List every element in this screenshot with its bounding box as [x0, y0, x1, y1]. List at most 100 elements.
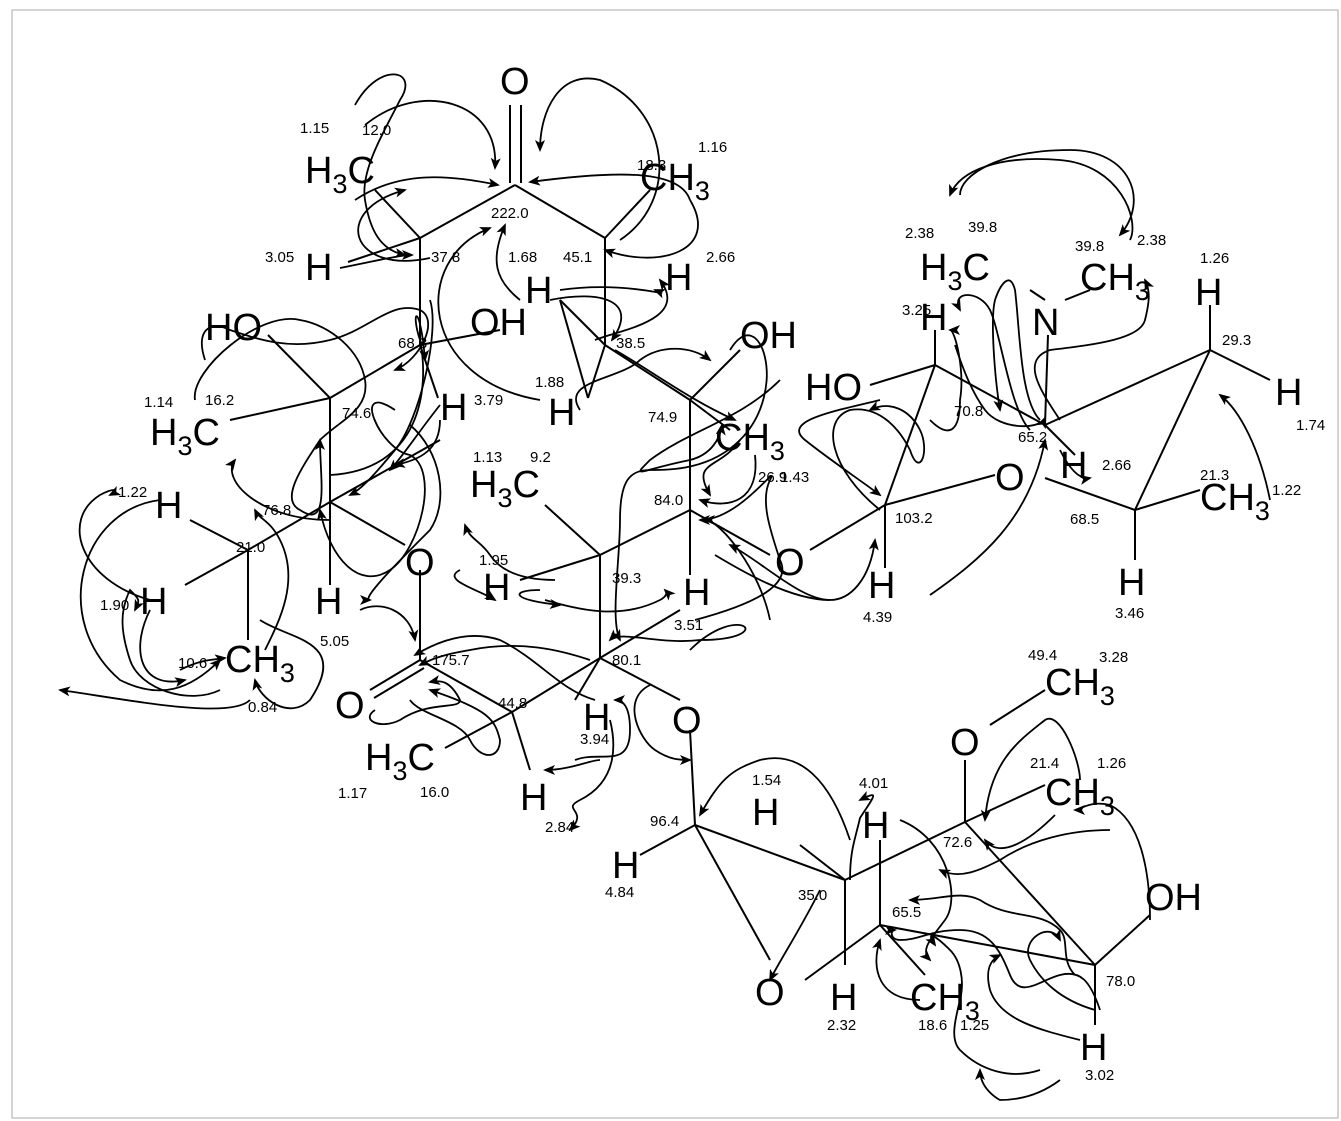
shift-label: 35.0: [798, 887, 827, 904]
atom-o-sugar2-ring: O: [755, 972, 785, 1014]
shift-label: 70.8: [954, 403, 983, 420]
shift-label: 74.6: [342, 405, 371, 422]
shift-label: 103.2: [895, 510, 933, 527]
shift-label: 78.0: [1106, 973, 1135, 990]
atom-o-lactone-carbonyl: O: [335, 685, 365, 727]
shift-label: 1.90: [100, 597, 129, 614]
atom-o-ring-lactone: O: [405, 542, 435, 584]
shift-label: 29.3: [1222, 332, 1251, 349]
svg-text:CH3: CH3: [640, 157, 710, 206]
atom-h-3-02: H: [1080, 1027, 1107, 1069]
shift-label: 1.15: [300, 120, 329, 137]
shift-label: 0.84: [248, 699, 277, 716]
correlation-arrows: [58, 73, 1271, 1101]
shift-label: 2.84: [545, 819, 574, 836]
shift-label: 1.16: [698, 139, 727, 156]
shift-label: 2.32: [827, 1017, 856, 1034]
shift-label: 37.8: [431, 249, 460, 266]
shift-label: 1.22: [118, 484, 147, 501]
atom-ch3-49-4: CH3: [1045, 662, 1115, 711]
atom-ch3-16-2: H3C: [150, 412, 220, 461]
shift-label: 222.0: [491, 205, 529, 222]
atom-oh-right: OH: [740, 315, 797, 357]
shift-label: 2.38: [905, 225, 934, 242]
shift-label: 4.39: [863, 609, 892, 626]
shift-label: 84.0: [654, 492, 683, 509]
atom-h-1-68: H: [525, 270, 552, 312]
atom-h-21-0-a: H: [155, 485, 182, 527]
shift-label: 38.5: [616, 335, 645, 352]
shift-label: 3.05: [265, 249, 294, 266]
atom-ch3-16-0: H3C: [365, 737, 435, 786]
atom-h-3-79: H: [440, 387, 467, 429]
atom-h-21-0-b: H: [140, 581, 167, 623]
shift-label: 1.25: [960, 1017, 989, 1034]
atom-h-3-25: H: [920, 297, 947, 339]
shift-label: 21.3: [1200, 467, 1229, 484]
shift-label: 2.66: [1102, 457, 1131, 474]
shift-label: 39.3: [612, 570, 641, 587]
atom-ch3-9-2: H3C: [470, 464, 540, 513]
atom-o-ketone: O: [500, 61, 530, 103]
atom-o-sugar1-ring: O: [995, 457, 1025, 499]
atom-h-4-01: H: [862, 805, 889, 847]
shift-label: 3.51: [674, 617, 703, 634]
shift-label: 16.2: [205, 392, 234, 409]
atom-ch3-26-9: CH3: [715, 417, 785, 466]
shift-label: 21.4: [1030, 755, 1059, 772]
svg-text:H3C: H3C: [305, 150, 375, 199]
atom-ch3-10-6: CH3: [225, 639, 295, 688]
atom-h-1-54: H: [752, 792, 779, 834]
shift-label: 2.66: [706, 249, 735, 266]
shift-label: 3.94: [580, 731, 609, 748]
shift-label: 74.9: [648, 409, 677, 426]
atom-h-37-8: H: [305, 247, 332, 289]
shift-label: 3.28: [1099, 649, 1128, 666]
atom-o-methoxy: O: [950, 722, 980, 764]
atom-ch3-top-right: CH3: [640, 157, 710, 206]
atom-labels: O H3C CH3 H H H HO OH OH H H H3C CH3 H H…: [140, 61, 1302, 1069]
shift-label: 9.2: [530, 449, 551, 466]
shift-label: 1.88: [535, 374, 564, 391]
shift-label: 4.84: [605, 884, 634, 901]
shift-label: 68.8: [398, 335, 427, 352]
atom-ho-left: HO: [205, 307, 262, 349]
atom-ch3-nme: CH3: [1080, 257, 1150, 306]
shift-label: 175.7: [432, 652, 470, 669]
atom-h-1-95: H: [483, 567, 510, 609]
shift-label: 1.68: [508, 249, 537, 266]
shift-label: 18.3: [637, 157, 666, 174]
atom-h-1-74: H: [1275, 372, 1302, 414]
bonds: [184, 105, 1271, 1025]
shift-label: 21.0: [236, 539, 265, 556]
shift-label: 2.38: [1137, 232, 1166, 249]
shift-label: 1.26: [1097, 755, 1126, 772]
atom-h-1-26: H: [1195, 272, 1222, 314]
atom-ch3-21-4: CH3: [1045, 772, 1115, 821]
atom-h-3-51: H: [683, 572, 710, 614]
shift-label: 26.9: [758, 469, 787, 486]
shift-label: 1.54: [752, 772, 781, 789]
shift-label: 1.74: [1296, 417, 1325, 434]
shift-label: 12.0: [362, 122, 391, 139]
atom-h-3-94: H: [583, 697, 610, 739]
shift-label: 49.4: [1028, 647, 1057, 664]
frame-border: [11, 9, 1339, 1119]
atom-h-2-84: H: [520, 777, 547, 819]
atom-h-1-88: H: [548, 392, 575, 434]
atom-oh-sugar2: OH: [1145, 877, 1202, 919]
shift-label: 76.8: [262, 502, 291, 519]
shift-label: 1.43: [780, 469, 809, 486]
shift-label: 68.5: [1070, 511, 1099, 528]
shift-label: 39.8: [968, 219, 997, 236]
atom-n: N: [1032, 302, 1059, 344]
shift-label: 1.26: [1200, 250, 1229, 267]
shift-label: 1.14: [144, 394, 173, 411]
atom-ho-sugar1: HO: [805, 367, 862, 409]
atom-h-5-05: H: [315, 581, 342, 623]
atom-ch3-21-3: CH3: [1200, 477, 1270, 526]
shift-label: 5.05: [320, 633, 349, 650]
shift-label: 65.5: [892, 904, 921, 921]
atom-h-3-46: H: [1118, 562, 1145, 604]
